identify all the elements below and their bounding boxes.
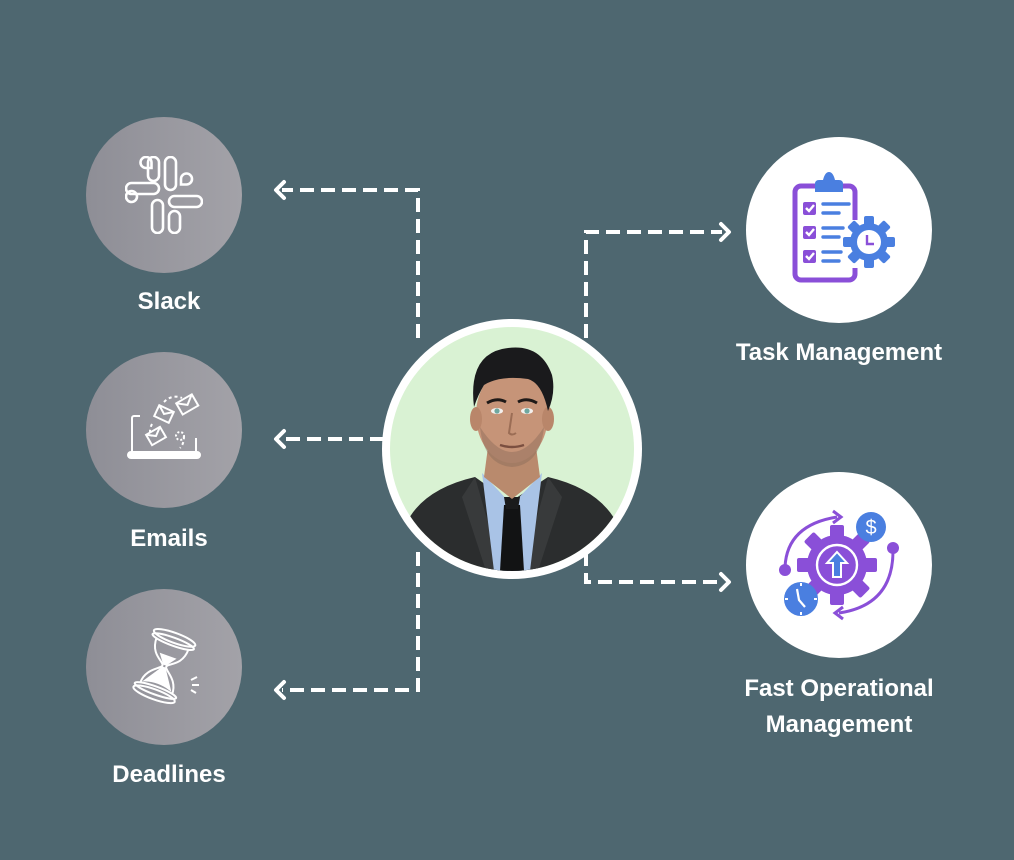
label-fast-operational-line2: Management	[765, 711, 913, 738]
arrowhead-fastops	[719, 572, 731, 592]
connector-fastops	[584, 552, 722, 584]
label-task-management: Task Management	[735, 339, 943, 366]
arrowhead-deadlines	[274, 680, 286, 700]
label-deadlines: Deadlines	[112, 761, 226, 788]
slack-circle	[86, 117, 242, 273]
gear-cycle-dollar-clock-icon: $	[779, 509, 899, 621]
avatar-ring	[382, 319, 642, 579]
label-emails: Emails	[130, 525, 208, 552]
avatar	[390, 327, 634, 571]
label-fast-operational-line1: Fast Operational	[744, 675, 934, 702]
slack-icon	[125, 156, 203, 234]
connector-task	[584, 230, 722, 338]
deadlines-circle	[86, 589, 242, 745]
arrowhead-emails	[274, 429, 286, 449]
svg-text:$: $	[865, 517, 876, 539]
person-avatar	[400, 347, 624, 571]
arrowhead-task	[719, 222, 731, 242]
connector-deadlines	[282, 552, 420, 692]
hourglass-icon	[132, 627, 199, 705]
fast-ops-circle: $	[746, 472, 932, 658]
task-management-circle	[746, 137, 932, 323]
emails-circle	[86, 352, 242, 508]
emails-laptop-icon	[127, 392, 201, 459]
label-slack: Slack	[137, 288, 201, 315]
connector-slack	[282, 188, 420, 338]
clipboard-checklist-gear-icon	[792, 172, 895, 283]
arrowhead-slack	[274, 180, 286, 200]
